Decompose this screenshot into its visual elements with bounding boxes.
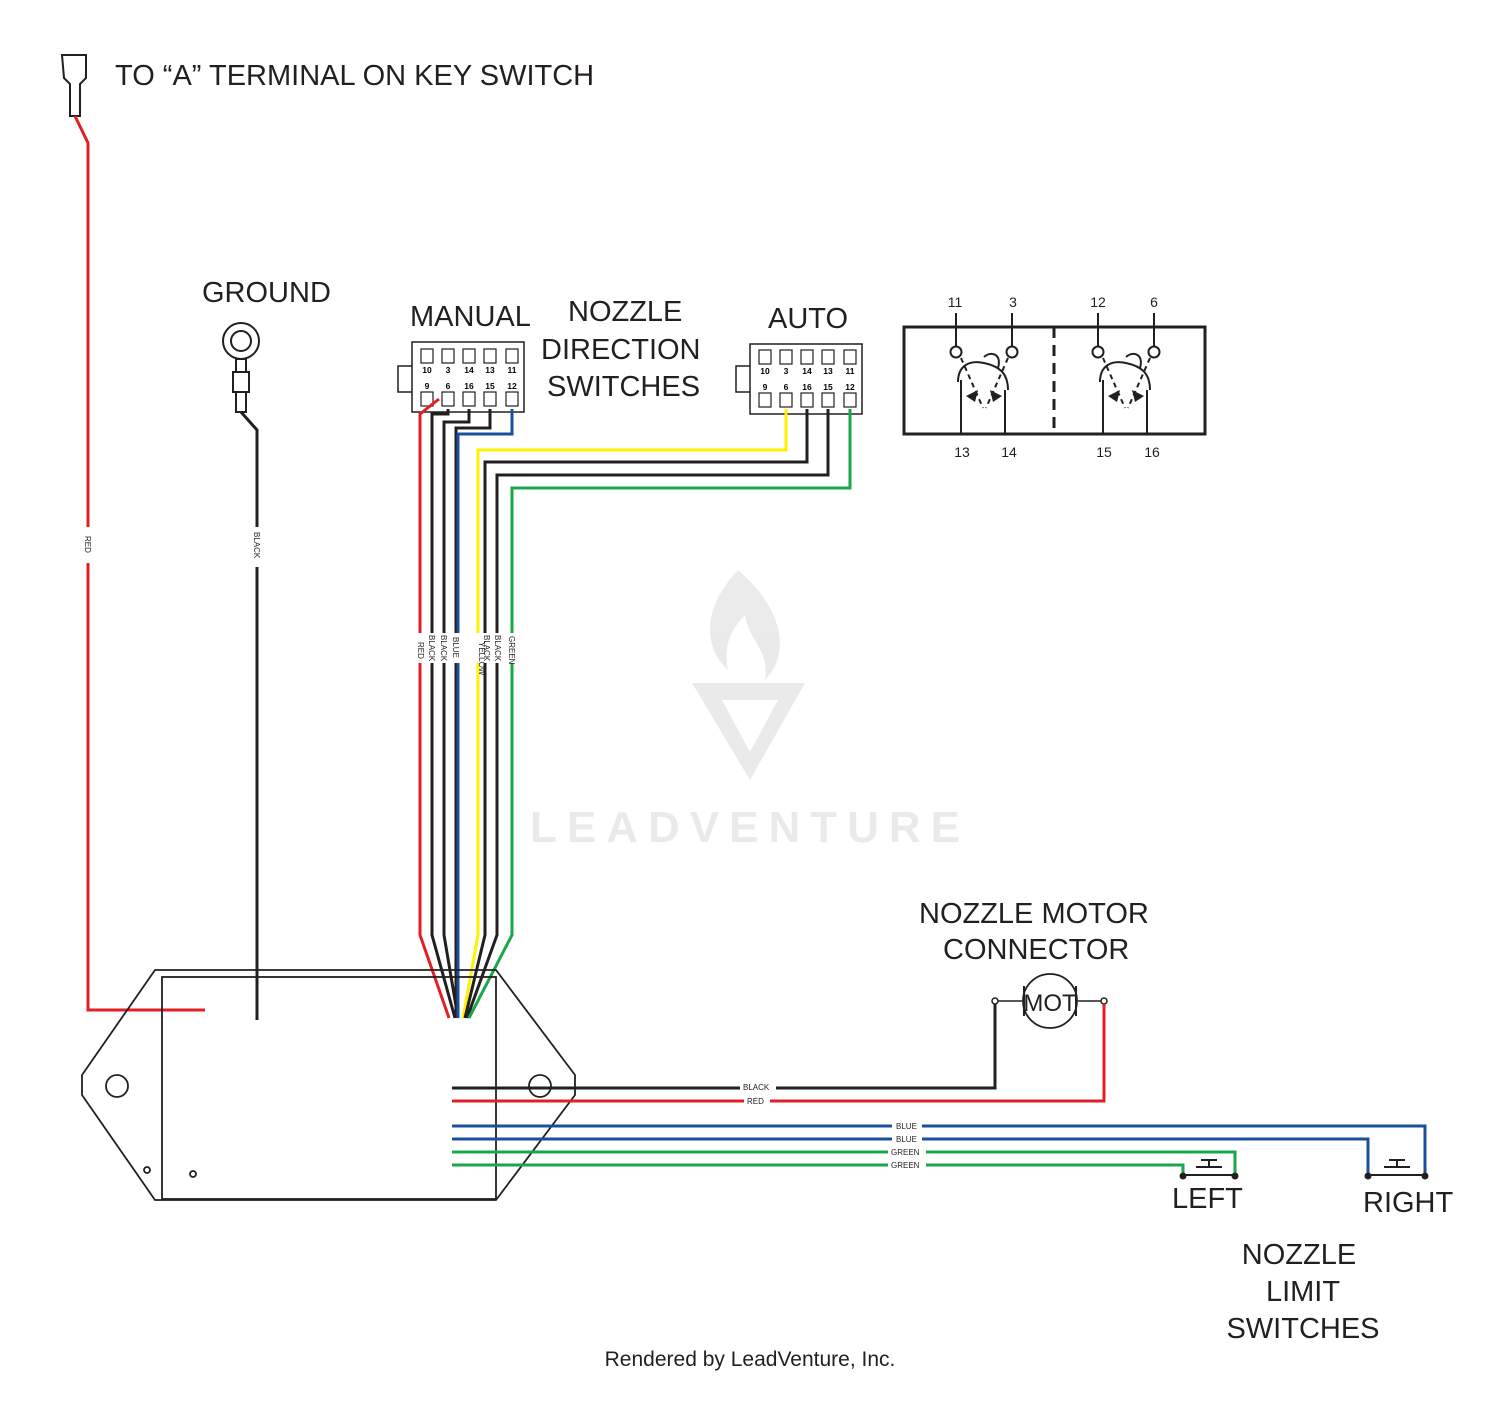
flame-icon [710,570,780,680]
right-label: RIGHT [1363,1187,1454,1219]
auto-pin-bottom-3: 16 [802,382,812,392]
black-ground-wire [239,411,259,1020]
switch-pin-3: 3 [1009,294,1017,310]
left-limit-switch-icon [1179,1159,1239,1180]
limit-wire-label-1: BLUE [896,1122,917,1131]
red-key-wire-label: RED [83,536,92,553]
auto-label: AUTO [768,303,848,335]
black-ground-wire-label: BLACK [252,532,261,559]
motor-label-line2: CONNECTOR [943,934,1129,966]
nozzle-direction-line3: SWITCHES [547,371,700,403]
bundle-label-black-5: BLACK [493,635,502,662]
motor-black-wire-label: BLACK [743,1083,770,1092]
switch-pin-16: 16 [1144,444,1160,460]
auto-pin-top-1: 10 [760,366,770,376]
limit-green-wire-2 [452,1163,1185,1175]
limit-label-line3: SWITCHES [1226,1313,1379,1345]
nozzle-direction-line2: DIRECTION [541,334,701,366]
manual-pin-bottom-5: 12 [507,381,517,391]
auto-pin-bottom-4: 15 [823,382,833,392]
switch-pin-14: 14 [1001,444,1017,460]
ground-label: GROUND [202,277,331,309]
manual-pin-top-3: 14 [464,365,474,375]
watermark: LEADVENTURE [530,570,970,852]
watermark-text: LEADVENTURE [530,803,970,852]
auto-pin-bottom-2: 6 [784,382,789,392]
bundle-wire-black-1 [430,409,457,1019]
red-key-wire [73,115,205,1012]
motor-symbol: MOT [991,973,1108,1029]
bundle-wire-black-2 [442,409,471,1019]
logo-v-icon [692,683,805,780]
direction-switch-schematic: 11 3 12 6 13 14 15 16 [902,294,1207,460]
switch-pin-13: 13 [954,444,970,460]
manual-pin-bottom-3: 16 [464,381,474,391]
auto-pin-top-5: 11 [846,366,855,376]
limit-blue-wire-1 [452,1124,1427,1175]
limit-blue-wire-2 [452,1137,1370,1175]
bundle-label-black-1: BLACK [427,635,436,662]
auto-pin-top-2: 3 [784,366,789,376]
bundle-wire-black-3 [454,409,492,1018]
credit-text: Rendered by LeadVenture, Inc. [605,1348,896,1371]
bundle-wire-black-5 [465,409,830,1019]
auto-connector: 10 3 14 13 11 9 6 16 15 12 [735,343,863,415]
limit-label-line1: NOZZLE [1242,1239,1356,1271]
bundle-wire-green [467,409,852,1019]
key-switch-label: TO “A” TERMINAL ON KEY SWITCH [115,60,594,92]
limit-wire-label-3: GREEN [891,1148,920,1157]
limit-wire-label-2: BLUE [896,1135,917,1144]
bundle-label-red: RED [416,642,425,659]
manual-pin-bottom-2: 6 [446,381,451,391]
bundle-wire-blue [456,409,514,1018]
left-label: LEFT [1172,1183,1243,1215]
bundle-label-black-4: BLACK [482,635,491,662]
switch-pin-6: 6 [1150,294,1158,310]
limit-label-line2: LIMIT [1266,1276,1340,1308]
manual-connector: 10 3 14 13 11 9 6 16 15 12 [397,341,525,413]
limit-green-wire-1 [452,1150,1237,1175]
bundle-label-green: GREEN [507,636,516,665]
motor-symbol-text: MOT [1023,990,1077,1017]
manual-pin-top-5: 11 [508,365,517,375]
motor-red-wire [452,1004,1106,1103]
auto-pin-top-4: 13 [823,366,833,376]
switch-pin-12: 12 [1090,294,1106,310]
manual-label: MANUAL [410,301,531,333]
nozzle-direction-line1: NOZZLE [568,296,682,328]
auto-pin-bottom-5: 12 [845,382,855,392]
bundle-wire-black-4 [463,409,809,1019]
manual-pin-bottom-1: 9 [425,381,430,391]
right-limit-switch-icon [1364,1159,1429,1180]
manual-pin-top-1: 10 [422,365,432,375]
switch-pin-15: 15 [1096,444,1112,460]
ground-ring-terminal-icon [222,322,260,413]
motor-red-wire-label: RED [747,1097,764,1106]
manual-pin-top-4: 13 [485,365,495,375]
switch-pin-11: 11 [948,294,963,310]
limit-wire-label-4: GREEN [891,1161,920,1170]
auto-pin-top-3: 14 [802,366,812,376]
key-switch-terminal-icon [60,54,87,117]
bundle-label-blue: BLUE [451,637,460,658]
motor-label-line1: NOZZLE MOTOR [919,898,1149,930]
manual-pin-bottom-4: 15 [485,381,495,391]
wire-bundle [418,397,852,1019]
bundle-label-yellow: YELLOW [477,642,486,676]
manual-pin-top-2: 3 [446,365,451,375]
auto-pin-bottom-1: 9 [763,382,768,392]
bundle-label-black-2: BLACK [439,635,448,662]
bundle-wire-yellow [461,409,788,1019]
motor-black-wire [452,1004,997,1090]
